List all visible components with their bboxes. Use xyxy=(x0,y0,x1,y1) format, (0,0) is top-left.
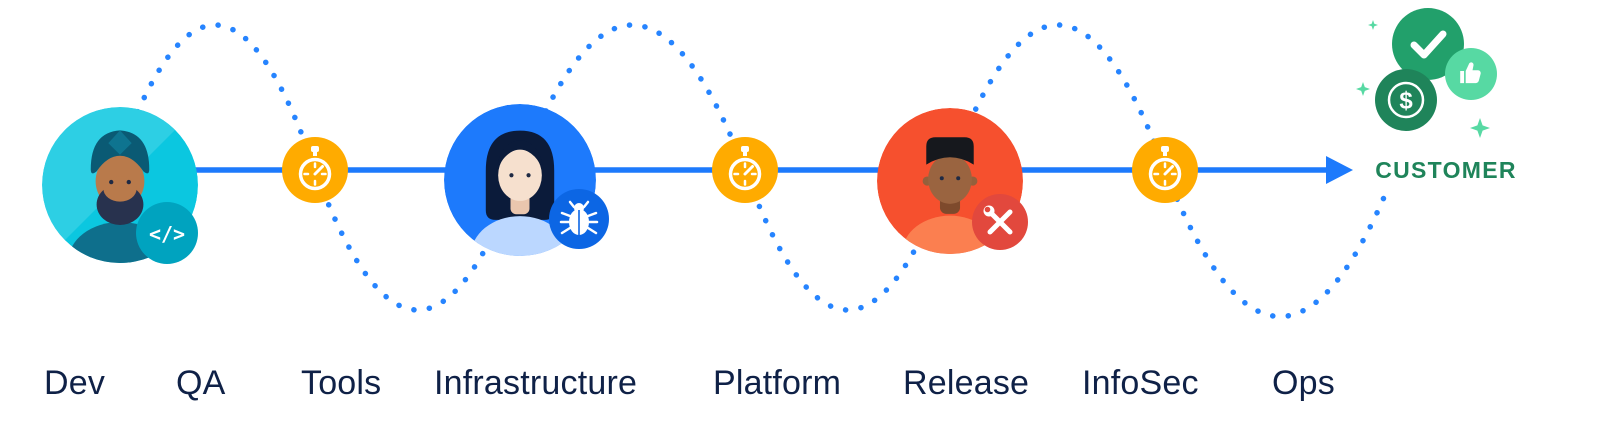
checkmark-icon xyxy=(1392,8,1464,80)
customer-thumbsup-badge xyxy=(1445,48,1497,100)
sparkle-icon xyxy=(1368,20,1378,30)
stage-label-release: Release xyxy=(903,364,1030,402)
dollar-glyph: $ xyxy=(1399,88,1413,115)
stage-label-platform: Platform xyxy=(713,364,842,402)
bug-icon xyxy=(549,189,609,249)
customer-dollar-badge: $ xyxy=(1375,69,1437,131)
stage-label-tools: Tools xyxy=(301,364,382,402)
stage-label-infrastructure: Infrastructure xyxy=(434,364,638,402)
stage-label-infosec: InfoSec xyxy=(1082,364,1199,402)
stopwatch-icon xyxy=(712,137,778,203)
dollar-coin-icon: $ xyxy=(1375,69,1437,131)
flow-arrowhead-icon xyxy=(1326,156,1353,184)
timer-icon-3 xyxy=(1132,137,1198,203)
bug-badge xyxy=(549,189,609,249)
stage-labels: Dev QA Tools Infrastructure Platform Rel… xyxy=(0,364,1614,412)
stage-label-dev: Dev xyxy=(44,364,106,402)
code-icon: </> xyxy=(136,202,198,264)
stage-label-ops: Ops xyxy=(1272,364,1335,402)
wrench-screwdriver-icon xyxy=(972,194,1028,250)
thumbs-up-icon xyxy=(1445,48,1497,100)
code-badge: </> xyxy=(136,202,198,264)
tools-badge xyxy=(972,194,1028,250)
sparkle-icon xyxy=(1356,82,1370,96)
customer-check-badge xyxy=(1392,8,1464,80)
stage-label-qa: QA xyxy=(176,364,226,402)
customer-label: CUSTOMER xyxy=(1375,157,1517,183)
timer-icon-1 xyxy=(282,137,348,203)
sparkle-icon xyxy=(1470,118,1490,138)
stopwatch-icon xyxy=(282,137,348,203)
timer-icon-2 xyxy=(712,137,778,203)
stopwatch-icon xyxy=(1132,137,1198,203)
code-glyph: </> xyxy=(149,222,185,246)
